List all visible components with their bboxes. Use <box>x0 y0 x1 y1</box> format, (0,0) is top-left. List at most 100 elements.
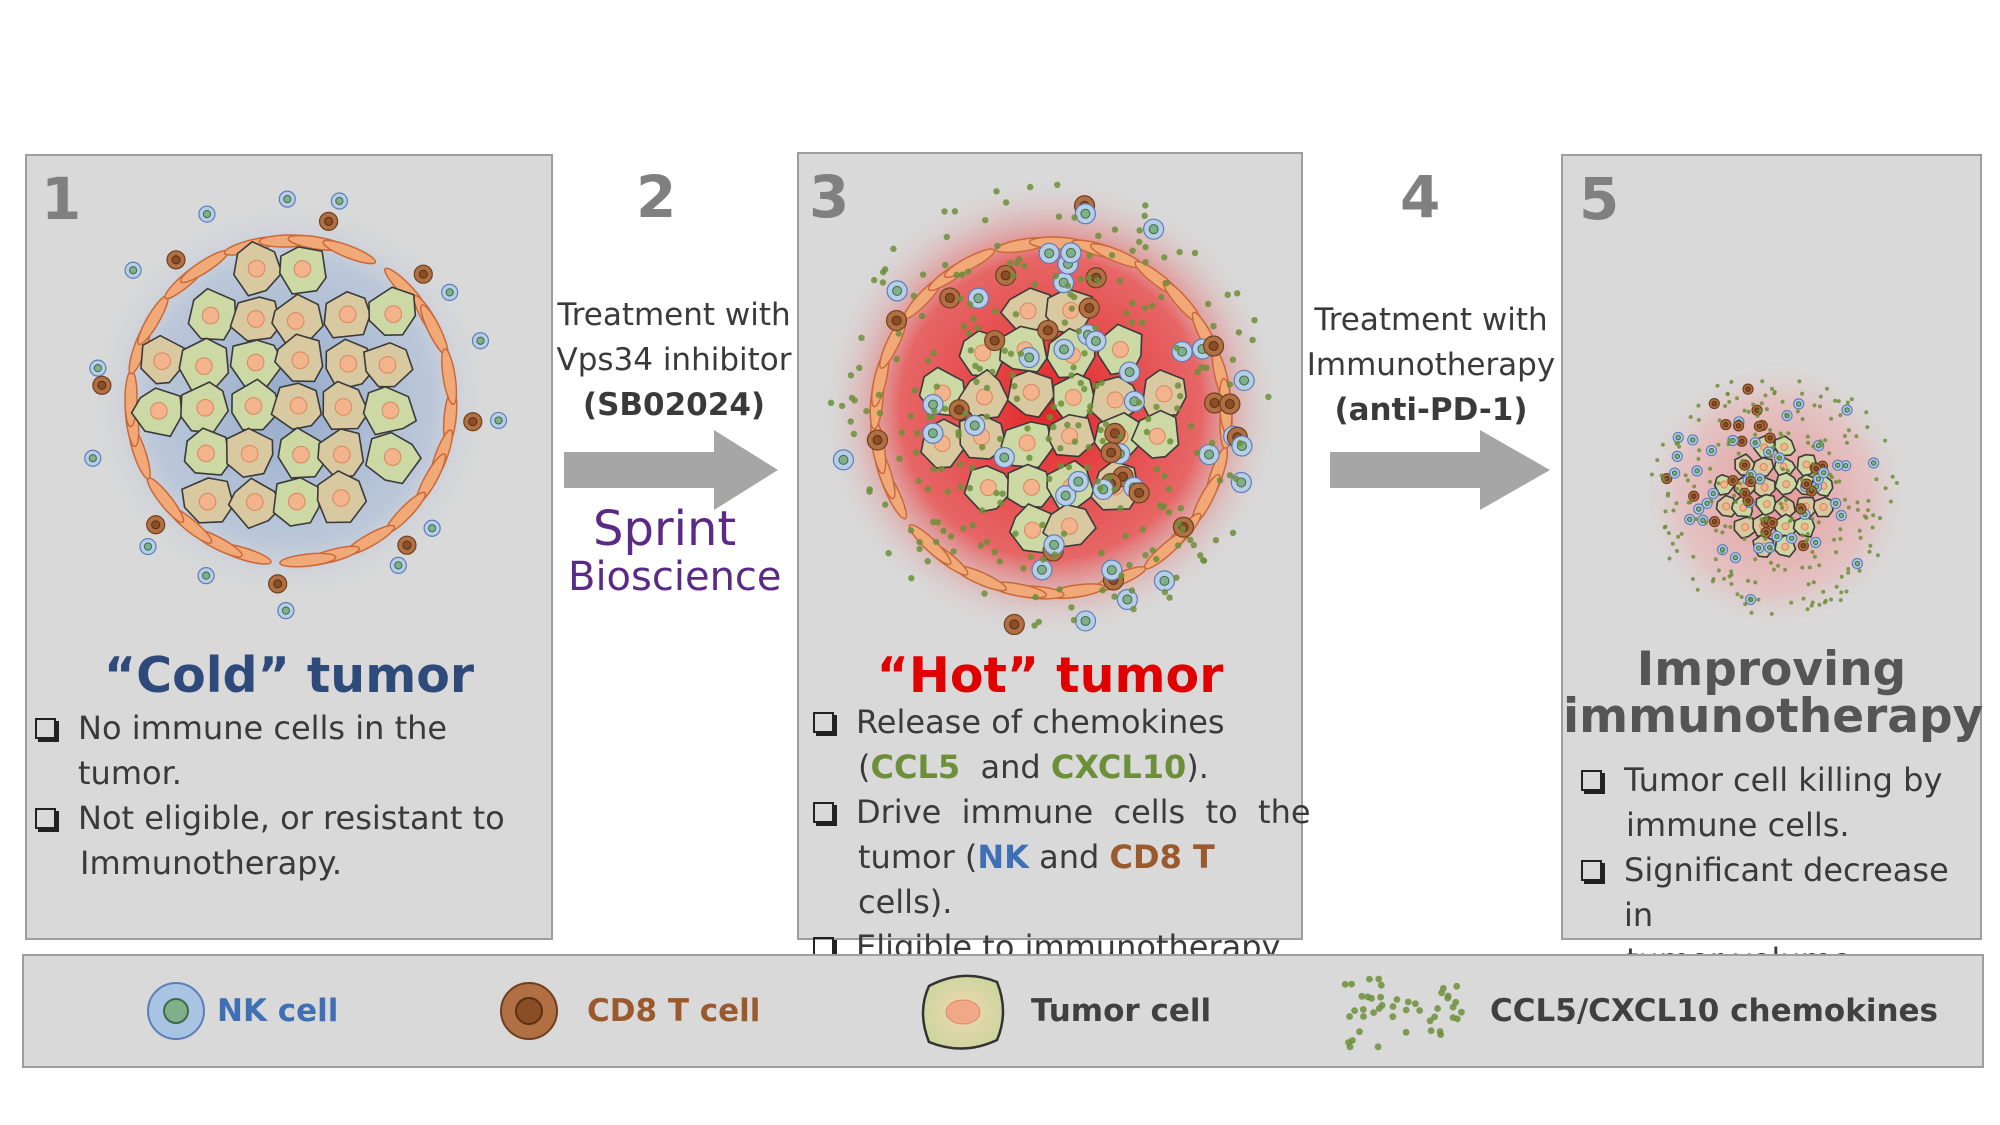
chemokine-dot <box>1187 422 1195 430</box>
improving-bullets: Tumor cell killing by immune cells. Sign… <box>1581 758 1981 983</box>
cd8-t-cell-nucleus <box>1735 423 1742 429</box>
chemokine-dot <box>941 405 949 412</box>
tumor-cell-nucleus <box>1781 522 1790 531</box>
chemokine-dot <box>1785 468 1790 473</box>
tumor-cell-nucleus <box>1018 434 1036 452</box>
nk-cell-nucleus <box>88 454 97 463</box>
chemokine-dot <box>1027 553 1034 560</box>
chemokine-dot <box>1846 567 1851 571</box>
chemokine-dot <box>1040 556 1047 563</box>
chemokine-dot <box>1175 520 1182 527</box>
chemokine-dot <box>1683 473 1688 478</box>
chemokine-dot <box>1163 280 1170 287</box>
treatment-label-immunotherapy: Treatment with Immunotherapy (anti-PD-1) <box>1300 298 1562 433</box>
chemokine-dot <box>1092 324 1099 332</box>
chemokine-dot <box>1356 1028 1363 1036</box>
chemokine-dot <box>957 295 964 302</box>
chemokine-dot <box>847 418 854 425</box>
chemokine-dot <box>1412 1000 1419 1008</box>
chemokine-dot <box>1709 499 1714 504</box>
chemokine-dot <box>1660 442 1665 447</box>
nk-cell-nucleus <box>202 571 211 580</box>
chemokine-dot <box>1800 391 1805 396</box>
chemokine-dot <box>1746 578 1751 583</box>
chemokine-dot <box>970 315 977 322</box>
nk-cell-nucleus <box>394 561 403 570</box>
chemokine-dot <box>1805 532 1810 536</box>
chemokine-dot <box>1229 529 1237 536</box>
nk-cell-nucleus <box>1834 462 1841 468</box>
cd8-t-cell-nucleus <box>324 216 334 226</box>
chemokine-dot <box>1740 458 1745 463</box>
chemokine-dot <box>1203 364 1210 371</box>
chemokine-dot <box>1748 598 1753 603</box>
shrunk-tumor-illustration <box>1637 358 1913 634</box>
chemokine-dot <box>1117 433 1124 441</box>
chemokine-dot <box>890 245 897 252</box>
chemokine-dot <box>1075 328 1082 335</box>
chemokine-dot <box>907 527 915 534</box>
improving-title: Improving immunotherapy <box>1563 642 1983 740</box>
chemokine-dot <box>1784 498 1788 503</box>
legend-chemokines-label: CCL5/CXCL10 chemokines <box>1490 993 1938 1029</box>
fibroblast <box>441 348 458 406</box>
cold-tumor-title: “Cold” tumor <box>103 647 475 704</box>
chemokine-dot <box>1735 396 1739 401</box>
tumor-cell-nucleus <box>381 401 400 420</box>
chemokine-dot <box>1800 478 1805 482</box>
chemokine-dot <box>1729 582 1734 586</box>
chemokine-dot <box>1842 434 1847 438</box>
chemokine-dot <box>856 364 863 371</box>
chemokine-dot <box>930 466 937 473</box>
tumor-cell-nucleus <box>334 398 353 416</box>
tumor-cell-nucleus <box>338 305 357 324</box>
chemokine-dot <box>916 538 923 546</box>
chemokine-dot <box>1795 409 1800 414</box>
chemokine-dot <box>1017 350 1025 357</box>
chemokine-dot <box>1674 501 1679 506</box>
chemokine-dot <box>1811 462 1816 466</box>
chemokine-dot <box>1444 992 1452 1000</box>
chemokine-dot <box>893 355 900 363</box>
chemokine-dot <box>1377 993 1384 1001</box>
ccl5-label: CCL5 <box>870 748 961 786</box>
chemokine-dot <box>950 548 957 555</box>
chemokine-dot <box>1060 530 1068 537</box>
chemokine-dot <box>1812 403 1817 408</box>
tumor-cell-nucleus <box>975 388 993 406</box>
chemokine-dot <box>1713 557 1718 562</box>
nk-cell-nucleus <box>1065 247 1076 258</box>
chemokine-dot <box>1194 368 1201 376</box>
chemokine-dot <box>1655 458 1660 463</box>
tumor-cell-nucleus <box>974 344 992 362</box>
chemokine-dot <box>991 548 998 556</box>
chemokine-dot <box>1696 456 1701 461</box>
cd8-t-cell-nucleus <box>1208 340 1219 351</box>
nk-cell-nucleus <box>1675 434 1681 441</box>
cd8-t-cell-nucleus <box>1723 421 1729 428</box>
chemokine-dot <box>1064 282 1072 289</box>
chemokine-dot <box>1165 509 1173 516</box>
chemokine-dot <box>1753 439 1758 444</box>
title-line: Improving <box>1636 642 1907 697</box>
tumor-cell-nucleus <box>1800 522 1809 531</box>
chemokine-dot <box>969 522 976 529</box>
chemokine-dot <box>1671 508 1676 513</box>
nk-cell-nucleus <box>1090 336 1101 347</box>
chemokine-dot <box>1057 462 1064 469</box>
chemokine-dot <box>996 558 1004 565</box>
chemokine-dot <box>1075 422 1082 429</box>
chemokine-dot <box>1070 616 1078 624</box>
chemokine-dot <box>1764 514 1769 519</box>
chemokine-dot <box>1251 317 1258 324</box>
cold-tumor-bullets: No immune cells in the tumor. Not eligib… <box>35 706 547 886</box>
chemokine-dot <box>924 558 931 565</box>
nk-cell-nucleus <box>1820 469 1827 476</box>
chemokine-dot <box>1106 474 1113 481</box>
chemokine-dot <box>1346 1013 1353 1020</box>
chemokine-dot <box>1727 574 1732 579</box>
legend-bar: NK cell CD8 T cell Tumor cell CCL5/CXCL1… <box>22 954 1984 1068</box>
tumor-cell-nucleus <box>153 352 171 370</box>
tumor-cell-nucleus <box>1061 517 1079 535</box>
cd8-t-cell-nucleus <box>1009 619 1020 630</box>
